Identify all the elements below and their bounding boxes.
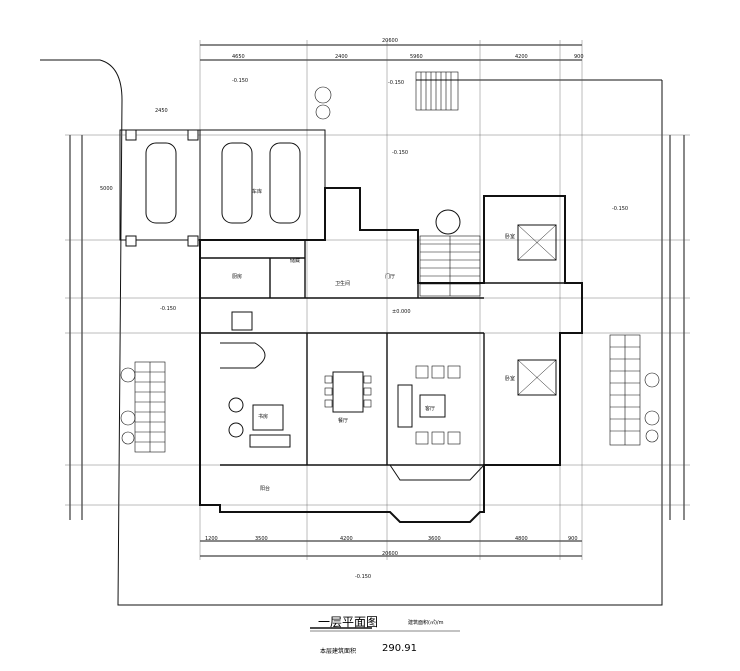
car-3	[269, 142, 301, 224]
round-terrace	[220, 342, 266, 369]
kitchen-island	[231, 311, 253, 331]
dim-bottom-seg-3: 4200	[340, 536, 353, 542]
bed-lower	[517, 359, 557, 396]
living-chairs	[415, 365, 461, 445]
level-mark-1: -0.150	[232, 78, 248, 84]
dim-bottom-seg-5: 4800	[515, 536, 528, 542]
level-mark-2: -0.150	[388, 80, 404, 86]
axis-grid	[65, 40, 690, 560]
level-mark-7: -0.150	[355, 574, 371, 580]
dim-top-overall: 20600	[382, 38, 398, 44]
dim-bottom-overall: 20600	[382, 551, 398, 557]
level-mark-5: ±0.000	[392, 309, 411, 315]
family-sofa	[249, 434, 291, 448]
dim-garage-width: 2450	[155, 108, 168, 114]
stair-landing-arc	[435, 209, 461, 235]
dim-top-seg-2: 2400	[335, 54, 348, 60]
bed-upper-x2	[517, 224, 557, 261]
bed-lower-x2	[517, 359, 557, 396]
family-armchair-2	[228, 422, 244, 438]
dim-bottom-seg-4: 3600	[428, 536, 441, 542]
stairs-top	[415, 71, 459, 111]
room-living: 客厅	[425, 405, 435, 412]
dim-top-seg-4: 4200	[515, 54, 528, 60]
room-dining: 餐厅	[338, 417, 348, 424]
interior-walls	[200, 230, 565, 466]
room-foyer: 门厅	[385, 273, 395, 280]
room-bathroom: 卫生间	[335, 280, 350, 287]
family-armchair	[228, 397, 244, 413]
site-boundary	[40, 59, 663, 606]
car-2	[221, 142, 253, 224]
dining-table	[332, 371, 364, 413]
column-2	[187, 129, 199, 141]
room-bedroom-2: 卧室	[505, 375, 515, 382]
main-walls	[199, 187, 583, 523]
trees	[120, 86, 660, 445]
stairs-left	[134, 361, 166, 453]
stairs-right	[609, 334, 641, 446]
family-table	[252, 404, 284, 431]
dim-top-seg-1: 4650	[232, 54, 245, 60]
column-1	[125, 129, 137, 141]
level-mark-6: -0.150	[160, 306, 176, 312]
dim-garage-depth: 5000	[100, 186, 113, 192]
living-sofa	[397, 384, 413, 428]
level-mark-3: -0.150	[392, 150, 408, 156]
level-mark-4: -0.150	[612, 206, 628, 212]
dim-bottom-seg-2: 3500	[255, 536, 268, 542]
room-bedroom-1: 卧室	[505, 233, 515, 240]
room-study: 书房	[258, 413, 268, 420]
column-4	[187, 235, 199, 247]
column-3	[125, 235, 137, 247]
room-kitchen: 厨房	[232, 273, 242, 280]
dim-top-seg-5: 900	[574, 54, 584, 60]
room-storage: 储藏	[290, 257, 300, 264]
living-coffee-table	[419, 394, 446, 418]
bay-window	[389, 464, 485, 481]
dim-bottom-seg-6: 900	[568, 536, 578, 542]
room-garage: 车库	[252, 188, 262, 195]
car-1	[145, 142, 177, 224]
room-balcony: 阳台	[260, 485, 270, 492]
dim-top-seg-3: 5960	[410, 54, 423, 60]
dim-bottom-seg-1: 1200	[205, 536, 218, 542]
dining-chairs	[324, 375, 372, 408]
stairs-core	[419, 235, 481, 297]
bed-upper	[517, 224, 557, 261]
